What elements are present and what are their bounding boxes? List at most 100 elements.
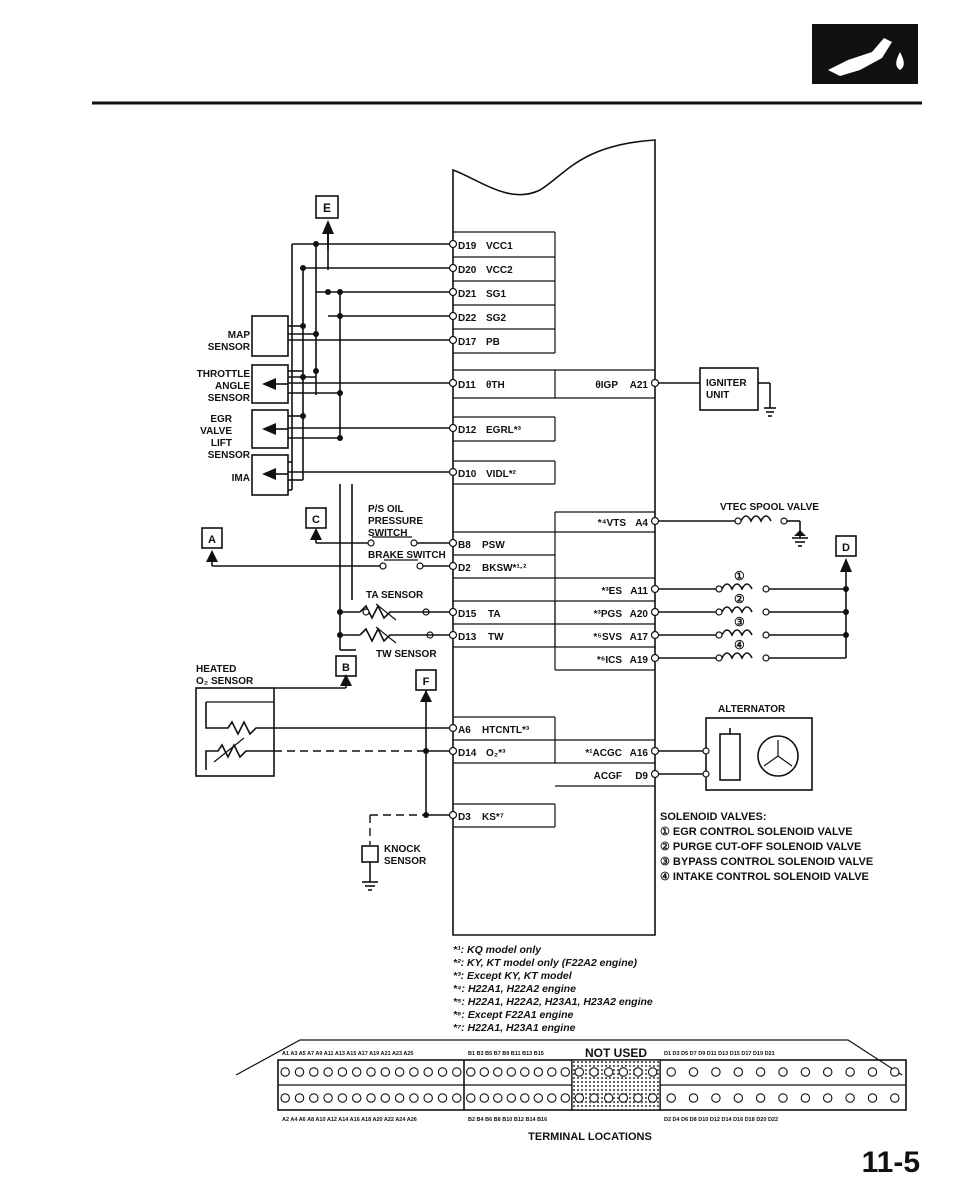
pin-d22-name: SG2 [486,313,506,324]
footnote-2: *²: KY, KT model only (F22A2 engine) [453,957,637,969]
terminal-pin-d [711,1067,721,1077]
solenoid-valves [658,558,852,662]
tw-label: TW SENSOR [376,649,437,660]
pin-d19: D19 [458,241,477,252]
vtec-valve [658,515,808,547]
terminal-pin-a [437,1067,448,1077]
terminal-pin-d [688,1093,699,1103]
knock-label-1: KNOCK [384,844,421,855]
terminal-pin-b [560,1067,571,1077]
o2-sensor [195,674,450,815]
terminal-pin-b [533,1067,544,1077]
pin-d13: D13 [458,632,477,643]
pin-ics-name: *⁶ICS [597,655,622,666]
pin-a11: A11 [630,586,648,597]
terminal-pin-unused [633,1067,643,1077]
pin-d17-name: PB [486,337,500,348]
terminal-pin-a [366,1067,376,1077]
pin-d13-name: TW [488,632,504,643]
legend-item-2: ② PURGE CUT-OFF SOLENOID VALVE [660,841,861,853]
terminal-pin-d [822,1067,833,1077]
pin-d20-name: VCC2 [486,265,513,276]
terminal-pin-unused [589,1093,599,1103]
igniter-unit [658,367,776,417]
terminal-pin-a [351,1093,362,1103]
terminal-pin-b [547,1067,557,1077]
terminal-pin-d [778,1067,788,1077]
pin-d2: D2 [458,563,471,574]
solenoid-numbers: ① ② ③ ④ [734,569,745,652]
term-bot-b: B2 B4 B6 B8 B10 B12 B14 B16 [468,1117,547,1123]
terminal-pin-d [711,1093,721,1103]
pin-d14: D14 [458,748,477,759]
pin-d20: D20 [458,265,477,276]
not-used-label: NOT USED [585,1046,647,1060]
pin-a4: A4 [635,518,648,529]
terminal-pin-a [380,1093,391,1103]
terminal-pin-d [890,1093,900,1103]
terminal-pin-a [423,1093,433,1103]
svg-text:A: A [208,534,216,546]
terminal-pin-a [337,1093,348,1103]
terminal-pin-a [452,1067,462,1077]
pin-a17: A17 [630,632,649,643]
terminal-pin-d [778,1093,788,1103]
pin-a6-name: HTCNTL*³ [482,725,530,736]
o2-labels: HEATED O₂ SENSOR [196,664,254,687]
terminal-pin-a [394,1067,405,1077]
svg-text:B: B [342,662,350,674]
legend-title: SOLENOID VALVES: [660,811,767,823]
footnote-1: *¹: KQ model only [453,944,542,956]
terminal-pin-d [890,1067,900,1077]
svg-text:F: F [423,676,430,688]
terminal-pin-a [309,1067,319,1077]
term-bot-a: A2 A4 A6 A8 A10 A12 A14 A16 A18 A20 A22 … [282,1117,417,1123]
terminal-pin-d [733,1093,744,1103]
footnote-5: *⁵: H22A1, H22A2, H23A1, H23A2 engine [453,996,653,1008]
terminal-pin-unused [647,1067,658,1077]
connectors: E C A D B F [201,195,857,691]
egr-label-3: LIFT [211,438,232,449]
pin-pgs-name: *³PGS [594,609,623,620]
pin-d12-name: EGRL*³ [486,425,522,436]
terminal-pin-unused [574,1093,585,1103]
o2-label-1: HEATED [196,664,236,675]
terminal-pin-b [533,1093,544,1103]
terminal-pin-d [800,1067,811,1077]
pin-b8-name: PSW [482,540,505,551]
map-label-2: SENSOR [208,342,251,353]
terminal-caption: TERMINAL LOCATIONS [528,1131,652,1143]
pin-b8: B8 [458,540,471,551]
footnote-7: *⁷: H22A1, H23A1 engine [453,1022,576,1034]
vtec-label: VTEC SPOOL VALVE [720,502,819,513]
egr-label-1: EGR [210,414,232,425]
throttle-label-1: THROTTLE [197,369,251,380]
sensor-labels: MAP SENSOR THROTTLE ANGLE SENSOR EGR VAL… [197,330,251,484]
pin-igp-name: θIGP [595,380,618,391]
pin-d17: D17 [458,337,477,348]
knock-sensor [361,812,450,891]
terminal-pin-b [506,1067,517,1077]
terminal-pin-b [466,1067,476,1077]
pin-a21: A21 [630,380,649,391]
temp-labels: TA SENSOR TW SENSOR [366,590,437,660]
svg-text:E: E [323,201,331,215]
igniter-label-1: IGNITER [706,378,747,389]
terminal-pin-d [733,1067,744,1077]
ecm-terminals [448,239,660,820]
ima-box [251,454,289,496]
connector-e [315,195,339,219]
pin-d15-name: TA [488,609,501,620]
terminal-pin-a [409,1093,419,1103]
terminal-pin-unused [574,1067,585,1077]
brake-label: BRAKE SWITCH [368,550,446,561]
terminal-pin-d [845,1093,855,1103]
legend-item-1: ① EGR CONTROL SOLENOID VALVE [660,826,853,838]
terminal-pin-a [294,1093,305,1103]
term-top-b: B1 B3 B5 B7 B9 B11 B13 B15 [468,1051,544,1057]
pin-d11: D11 [458,380,476,391]
terminal-pin-d [755,1067,766,1077]
terminal-pin-a [309,1093,319,1103]
